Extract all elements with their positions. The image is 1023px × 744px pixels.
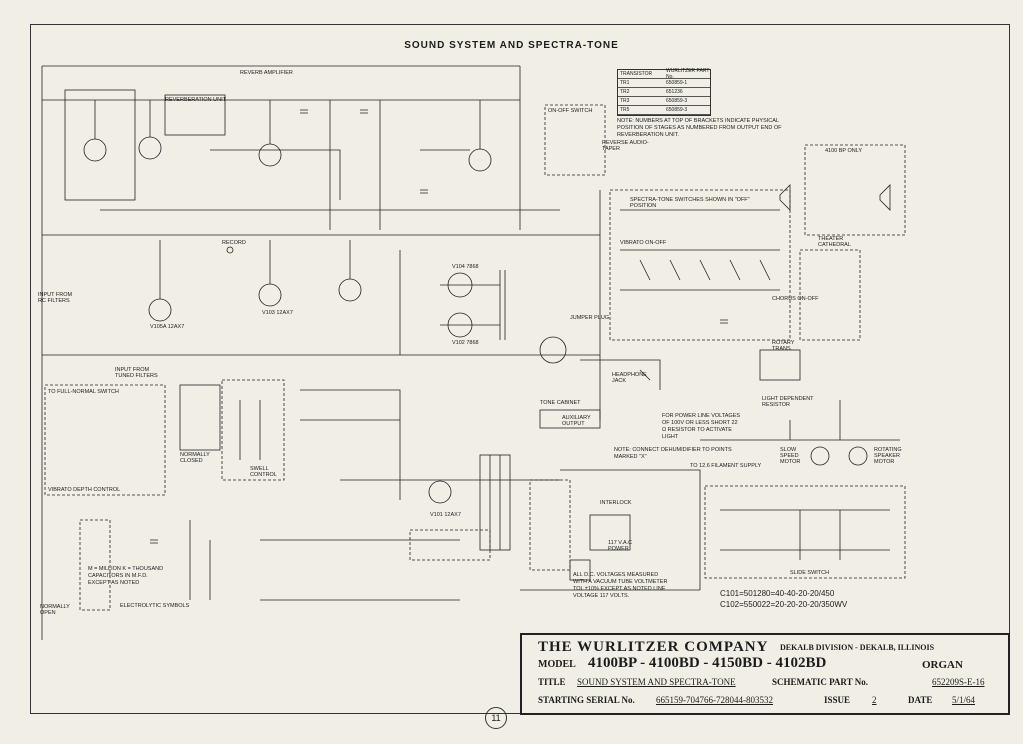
label-jumper: JUMPER PLUG [570, 315, 610, 321]
capacitor-code-1: C101=501280=40-40-20-20/450 [720, 589, 835, 598]
label-aux-output: AUXILIARY OUTPUT [562, 415, 591, 427]
date-label: DATE [908, 695, 933, 705]
label-on-off-switch: ON-OFF SWITCH [548, 108, 593, 114]
tube-label: V104 7868 [452, 264, 479, 270]
note-symbols: M = MILLION K = THOUSAND CAPACITORS IN M… [88, 566, 164, 586]
label-chorus: CHORUS ON-OFF [772, 296, 819, 302]
title-block: THE WURLITZER COMPANY DEKALB DIVISION - … [520, 633, 1010, 715]
label-theater: THEATER CATHEDRAL [818, 236, 851, 248]
tube-label: V102 7868 [452, 340, 479, 346]
label-record: RECORD [222, 240, 246, 246]
label-tone-cabinet: TONE CABINET [540, 400, 581, 406]
label-normally-closed: NORMALLY CLOSED [180, 452, 210, 464]
tube-label: V105A 12AX7 [150, 324, 185, 330]
tube-label: V103 12AX7 [262, 310, 293, 316]
label-bp-only: 4100 BP ONLY [825, 148, 863, 154]
label-rotating-speaker: ROTATING SPEAKER MOTOR [874, 447, 902, 465]
serial-number: 665159-704766-728044-803532 [656, 695, 773, 705]
label-reverse: REVERSE AUDIO-TAPER [602, 140, 649, 152]
title-value: SOUND SYSTEM AND SPECTRA-TONE [577, 677, 736, 687]
part-label: SCHEMATIC PART No. [772, 677, 868, 687]
label-reverb-unit: REVERBERATION UNIT [165, 97, 227, 103]
label-slow-speed: SLOW SPEED MOTOR [780, 447, 801, 465]
note-numbers: NOTE: NUMBERS AT TOP OF BRACKETS INDICAT… [617, 118, 782, 138]
company-name: THE WURLITZER COMPANY [538, 639, 769, 655]
serial-label: STARTING SERIAL No. [538, 695, 635, 705]
capacitor-codes: C101=501280=40-40-20-20/450 C102=550022=… [720, 588, 847, 610]
note-dehumidifier: NOTE: CONNECT DEHUMIDIFIER TO POINTS MAR… [614, 447, 732, 460]
label-accessory-power: 117 V.A.C POWER [608, 540, 633, 552]
model-number: 4100BP - 4100BD - 4150BD - 4102BD [588, 655, 827, 671]
part-number: 652209S-E-16 [932, 677, 985, 687]
label-vibrato: VIBRATO ON-OFF [620, 240, 667, 246]
label-interlock: INTERLOCK [600, 500, 632, 506]
label-rotary: ROTARY TRANS. [772, 340, 795, 352]
schematic-title: SOUND SYSTEM AND SPECTRA-TONE [404, 40, 619, 51]
title-label: TITLE [538, 677, 566, 687]
capacitor-code-2: C102=550022=20-20-20-20/350WV [720, 600, 848, 609]
tube-label: V101 12AX7 [430, 512, 461, 518]
organ-label: ORGAN [922, 659, 963, 671]
label-full-normal: TO FULL-NORMAL SWITCH [48, 389, 119, 395]
label-slide-switch: SLIDE SWITCH [790, 570, 830, 576]
division: DEKALB DIVISION - DEKALB, ILLINOIS [780, 643, 935, 652]
issue-number: 2 [872, 695, 877, 705]
label-filament: TO 12.6 FILAMENT SUPPLY [690, 463, 762, 469]
label-normally-open: NORMALLY OPEN [40, 604, 70, 616]
label-reverb-amp: REVERB AMPLIFIER [240, 70, 293, 76]
label-electrolytic: ELECTROLYTIC SYMBOLS [120, 603, 190, 609]
note-power-line: FOR POWER LINE VOLTAGES OF 100V OR LESS … [662, 413, 741, 440]
label-light-dependent: LIGHT DEPENDENT RESISTOR [762, 396, 814, 408]
label-headphone: HEADPHONE JACK [612, 372, 647, 384]
model-label: MODEL [538, 659, 576, 670]
date-value: 5/1/64 [952, 695, 976, 705]
label-input-rc: INPUT FROM RC FILTERS [38, 292, 73, 304]
note-dc-voltages: ALL D.C. VOLTAGES MEASURED WITH A VACUUM… [573, 572, 668, 599]
label-spectra-switches: SPECTRA-TONE SWITCHES SHOWN IN "OFF" POS… [630, 197, 750, 209]
label-vibrato-depth: VIBRATO DEPTH CONTROL [48, 487, 121, 493]
page-number: 11 [485, 707, 507, 729]
label-swell: SWELL CONTROL [250, 466, 277, 478]
label-input-tuned: INPUT FROM TUNED FILTERS [115, 367, 158, 379]
issue-label: ISSUE [824, 695, 851, 705]
